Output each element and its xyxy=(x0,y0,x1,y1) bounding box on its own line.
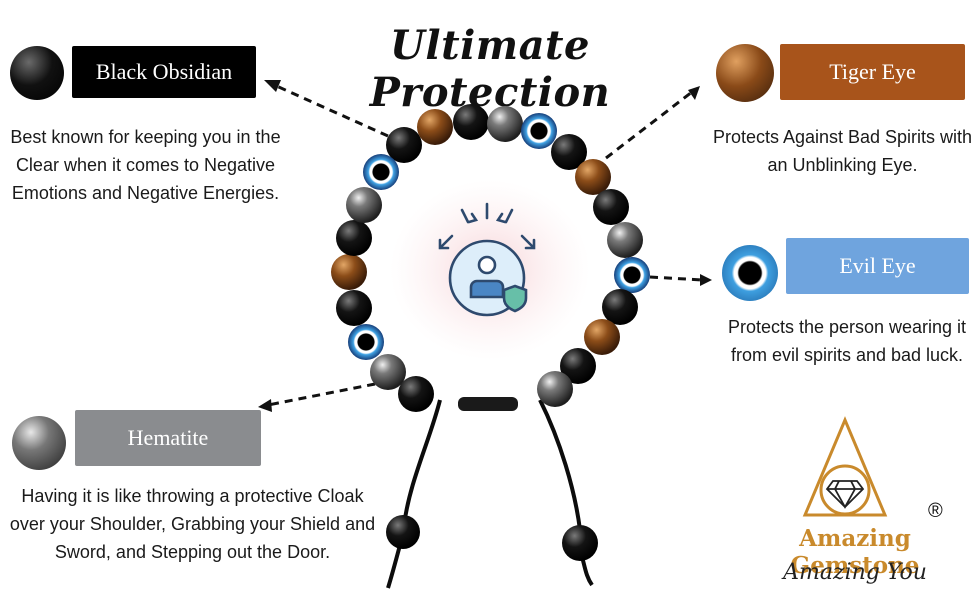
page-title: Ultimate Protection xyxy=(369,22,611,116)
evil-eye-label: Evil Eye xyxy=(786,238,969,294)
brand-logo xyxy=(802,416,888,517)
evil-eye-description: Protects the person wearing it from evil… xyxy=(727,317,967,365)
hematite-bead-icon xyxy=(12,416,66,470)
hematite-label: Hematite xyxy=(75,410,261,466)
tiger-eye-label: Tiger Eye xyxy=(780,44,965,100)
hematite-bead xyxy=(346,187,382,223)
black-obsidian-label: Black Obsidian xyxy=(72,46,256,98)
black-obsidian-bead xyxy=(551,134,587,170)
black-obsidian-bead xyxy=(336,220,372,256)
diamond-icon xyxy=(825,480,865,509)
hematite-bead xyxy=(607,222,643,258)
tiger-eye-bead xyxy=(331,254,367,290)
tiger-eye-bead xyxy=(584,319,620,355)
black-obsidian-description: Best known for keeping you in the Clear … xyxy=(10,127,281,203)
shield-person-icon xyxy=(438,202,536,317)
brand-tagline: Amazing You xyxy=(783,560,927,585)
evil-eye-bead xyxy=(614,257,650,293)
evil-eye-bead xyxy=(348,324,384,360)
black-obsidian-bead-icon xyxy=(10,46,64,100)
black-obsidian-bead xyxy=(386,127,422,163)
hematite-description: Having it is like throwing a protective … xyxy=(9,486,376,562)
tiger-eye-bead xyxy=(575,159,611,195)
black-obsidian-bead xyxy=(593,189,629,225)
bracelet-illustration xyxy=(258,80,712,589)
tiger-eye-description: Protects Against Bad Spirits with an Unb… xyxy=(712,127,973,175)
hematite-bead xyxy=(537,371,573,407)
evil-eye-bead xyxy=(363,154,399,190)
tiger-eye-bead-icon xyxy=(716,44,774,102)
registered-mark: ® xyxy=(928,500,943,522)
black-obsidian-bead xyxy=(560,348,596,384)
hematite-bead xyxy=(370,354,406,390)
hematite-bead xyxy=(487,106,523,142)
evil-eye-bead-icon xyxy=(722,245,778,301)
tiger-eye-bead xyxy=(417,109,453,145)
brand-name: Amazing Gemstone xyxy=(790,525,920,579)
evil-eye-bead xyxy=(521,113,557,149)
black-obsidian-bead xyxy=(602,289,638,325)
black-obsidian-bead xyxy=(336,290,372,326)
black-obsidian-bead xyxy=(398,376,434,412)
black-obsidian-bead xyxy=(453,104,489,140)
